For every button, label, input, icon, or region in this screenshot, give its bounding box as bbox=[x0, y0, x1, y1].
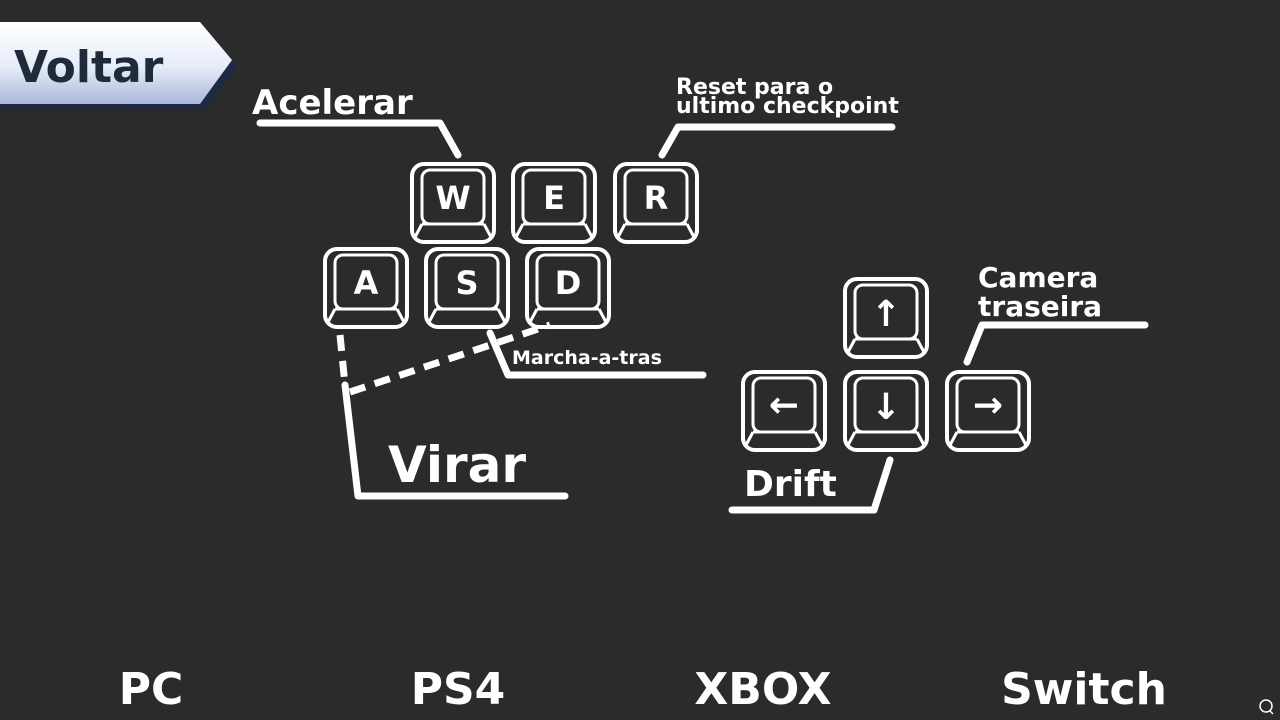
back-button-label: Voltar bbox=[14, 42, 164, 93]
accelerate-label: Acelerar bbox=[252, 83, 413, 123]
arrow-up-icon: ↑ bbox=[871, 294, 901, 335]
rear-camera-label-line2: traseira bbox=[978, 290, 1102, 323]
rear-camera-leader-line bbox=[963, 321, 1149, 366]
key-a-label: A bbox=[354, 264, 379, 302]
reset-leader-line bbox=[658, 123, 896, 159]
reset-label-line1: Reset para o bbox=[676, 75, 833, 100]
key-s: S bbox=[424, 247, 510, 329]
key-d-label: D bbox=[555, 264, 582, 302]
key-a: A bbox=[323, 247, 409, 329]
arrow-left-icon: ← bbox=[769, 385, 799, 426]
tab-ps4[interactable]: PS4 bbox=[411, 664, 506, 715]
drift-leader-line bbox=[728, 456, 894, 514]
arrow-down-icon: ↓ bbox=[871, 387, 901, 428]
key-r-label: R bbox=[644, 179, 669, 217]
key-left: ← bbox=[741, 370, 827, 452]
key-r: R bbox=[613, 162, 699, 244]
drift-label: Drift bbox=[744, 464, 837, 505]
tab-switch[interactable]: Switch bbox=[1001, 664, 1167, 715]
arrow-right-icon: → bbox=[973, 385, 1003, 426]
reset-label-line2: ultimo checkpoint bbox=[676, 94, 899, 119]
key-s-label: S bbox=[455, 264, 478, 302]
platform-tabs: PC PS4 XBOX Switch bbox=[119, 664, 1167, 715]
back-button[interactable]: Voltar bbox=[0, 22, 238, 110]
key-down: ↓ bbox=[843, 370, 929, 452]
key-up: ↑ bbox=[843, 277, 929, 359]
steer-dashed-a-line bbox=[336, 334, 349, 386]
key-e-label: E bbox=[543, 179, 565, 217]
key-w: W bbox=[410, 162, 496, 244]
tab-xbox[interactable]: XBOX bbox=[694, 664, 831, 715]
steer-dashed-d-line bbox=[348, 321, 552, 396]
loading-indicator-icon bbox=[1259, 699, 1274, 715]
accelerate-leader-line bbox=[256, 119, 462, 159]
steer-leader-line bbox=[341, 381, 569, 500]
key-w-label: W bbox=[435, 179, 470, 217]
tab-pc[interactable]: PC bbox=[119, 664, 184, 715]
back-button-face bbox=[0, 22, 232, 104]
steer-label: Virar bbox=[388, 436, 526, 494]
key-e: E bbox=[511, 162, 597, 244]
reverse-label: Marcha-a-tras bbox=[512, 347, 662, 369]
key-d: D bbox=[525, 247, 611, 329]
key-right: → bbox=[945, 370, 1031, 452]
rear-camera-label-line1: Camera bbox=[978, 261, 1098, 294]
reverse-leader-line bbox=[486, 329, 707, 379]
